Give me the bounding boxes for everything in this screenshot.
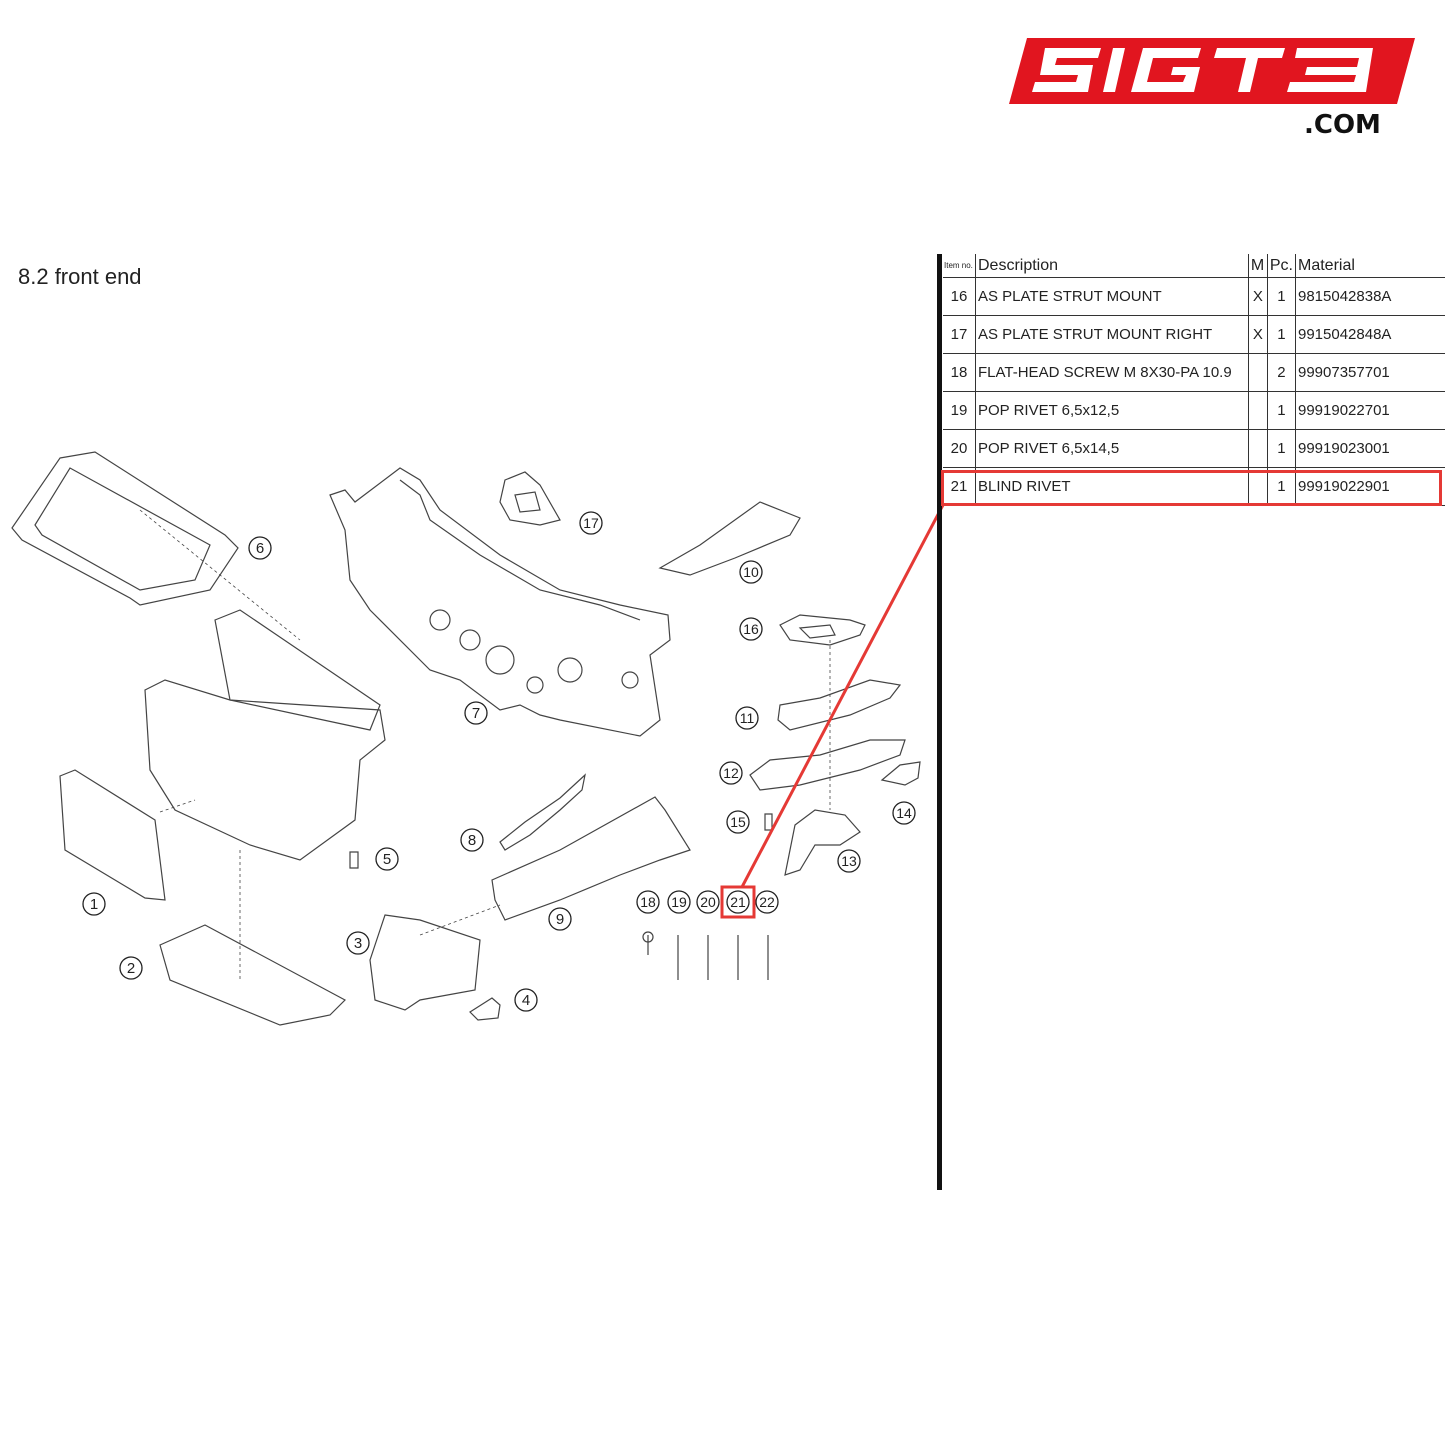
cell-pc: 1 [1266, 315, 1296, 354]
part-10-rail [658, 501, 801, 576]
cell-item: 17 [943, 315, 976, 354]
header-item-no: Item no. [943, 254, 976, 278]
cell-material: 9915042848A [1295, 315, 1445, 354]
header-pc: Pc. [1266, 254, 1296, 278]
cell-item: 18 [943, 353, 976, 392]
table-row: 17 AS PLATE STRUT MOUNT RIGHT X 1 991504… [943, 315, 1445, 354]
table-row: 20 POP RIVET 6,5x14,5 1 99919023001 [943, 429, 1445, 468]
parts-table: Item no. Description M Pc. Material 16 A… [943, 254, 1445, 506]
cell-item: 20 [943, 429, 976, 468]
header-material: Material [1295, 254, 1445, 278]
table-row: 19 POP RIVET 6,5x12,5 1 99919022701 [943, 391, 1445, 430]
cell-description: POP RIVET 6,5x14,5 [975, 429, 1249, 468]
part-7-bulkhead [329, 467, 671, 737]
part-3-bracket [369, 914, 481, 1011]
part-8-rail [499, 773, 586, 851]
header-m: M [1247, 254, 1268, 278]
part-2-underpanel [159, 924, 346, 1026]
part-12-member [749, 739, 906, 791]
cell-m [1247, 467, 1268, 506]
cell-m [1247, 391, 1268, 430]
cell-material: 99919023001 [1295, 429, 1445, 468]
part-front-module [144, 679, 386, 861]
cell-m [1247, 353, 1268, 392]
part-11-member [777, 679, 902, 731]
exploded-parts-diagram [11, 451, 921, 1026]
logo-dotcom-text: .COM [1304, 110, 1381, 140]
cell-pc: 1 [1266, 391, 1296, 430]
cell-description: POP RIVET 6,5x12,5 [975, 391, 1249, 430]
table-row: 18 FLAT-HEAD SCREW M 8X30-PA 10.9 2 9990… [943, 353, 1445, 392]
sigt3-logo [1009, 38, 1415, 104]
part-13-strut-tower [784, 809, 861, 876]
cell-pc: 1 [1266, 429, 1296, 468]
cell-m: X [1247, 315, 1268, 354]
cell-m [1247, 429, 1268, 468]
part-4-clip [469, 997, 501, 1021]
cell-item: 19 [943, 391, 976, 430]
cell-item: 21 [943, 467, 976, 506]
part-5-clip [349, 851, 359, 869]
part-14-bracket [880, 761, 921, 786]
table-row: 16 AS PLATE STRUT MOUNT X 1 9815042838A [943, 277, 1445, 316]
cell-material: 99919022701 [1295, 391, 1445, 430]
cell-m: X [1247, 277, 1268, 316]
cell-description: FLAT-HEAD SCREW M 8X30-PA 10.9 [975, 353, 1249, 392]
cell-description: AS PLATE STRUT MOUNT RIGHT [975, 315, 1249, 354]
table-row-highlighted: 21 BLIND RIVET 1 99919022901 [943, 467, 1445, 506]
cell-material: 9815042838A [1295, 277, 1445, 316]
part-9-longitudinal [491, 796, 691, 921]
cell-pc: 2 [1266, 353, 1296, 392]
cell-item: 16 [943, 277, 976, 316]
header-description: Description [975, 254, 1249, 278]
cell-pc: 1 [1266, 467, 1296, 506]
cell-material: 99907357701 [1295, 353, 1445, 392]
part-16-plate [779, 614, 866, 646]
cell-material: 99919022901 [1295, 467, 1445, 506]
part-1-panel [59, 769, 166, 901]
part-6-radiator-frame [11, 451, 239, 606]
parts-table-header: Item no. Description M Pc. Material [943, 254, 1445, 278]
cell-pc: 1 [1266, 277, 1296, 316]
table-left-rule [937, 254, 942, 1190]
section-title: 8.2 front end [18, 264, 142, 289]
cell-description: BLIND RIVET [975, 467, 1249, 506]
part-15-clip [764, 813, 773, 831]
part-17-plate [499, 471, 561, 526]
cell-description: AS PLATE STRUT MOUNT [975, 277, 1249, 316]
